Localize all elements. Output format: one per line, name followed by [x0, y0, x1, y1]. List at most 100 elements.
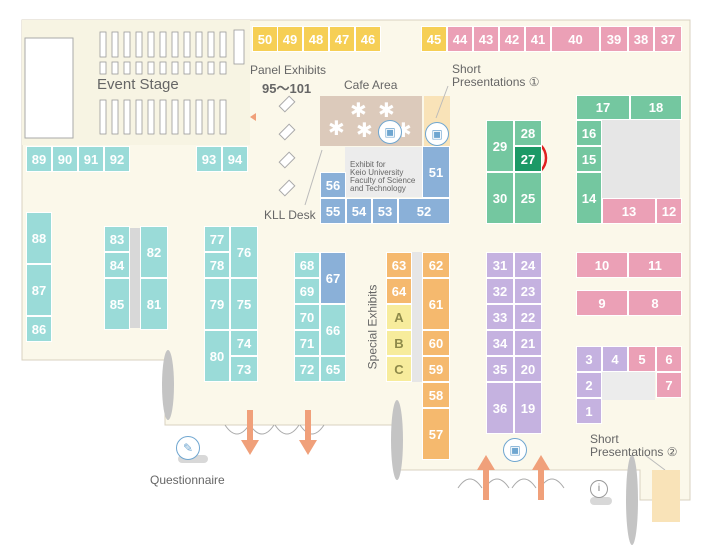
booth-58[interactable]: 58 [422, 382, 450, 408]
booth-10[interactable]: 10 [576, 252, 628, 278]
booth-62[interactable]: 62 [422, 252, 450, 278]
booth-59[interactable]: 59 [422, 356, 450, 382]
booth-69[interactable]: 69 [294, 278, 320, 304]
booth-48[interactable]: 48 [303, 26, 329, 52]
booth-52[interactable]: 52 [398, 198, 450, 224]
booth-55[interactable]: 55 [320, 198, 346, 224]
booth-79[interactable]: 79 [204, 278, 230, 330]
booth-61[interactable]: 61 [422, 278, 450, 330]
booth-22[interactable]: 22 [514, 304, 542, 330]
booth-32[interactable]: 32 [486, 278, 514, 304]
keio-exhibit-label: Faculty of Science [350, 176, 416, 185]
booth-8[interactable]: 8 [628, 290, 682, 316]
booth-82[interactable]: 82 [140, 226, 168, 278]
booth-31[interactable]: 31 [486, 252, 514, 278]
booth-1[interactable]: 1 [576, 398, 602, 424]
booth-92[interactable]: 92 [104, 146, 130, 172]
booth-88[interactable]: 88 [26, 212, 52, 264]
booth-85[interactable]: 85 [104, 278, 130, 330]
booth-75[interactable]: 75 [230, 278, 258, 330]
booth-44[interactable]: 44 [447, 26, 473, 52]
booth-C[interactable]: C [386, 356, 412, 382]
booth-11[interactable]: 11 [628, 252, 682, 278]
booth-86[interactable]: 86 [26, 316, 52, 342]
booth-19[interactable]: 19 [514, 382, 542, 434]
booth-18[interactable]: 18 [630, 95, 682, 120]
booth-28[interactable]: 28 [514, 120, 542, 146]
booth-40[interactable]: 40 [551, 26, 600, 52]
booth-87[interactable]: 87 [26, 264, 52, 316]
booth-73[interactable]: 73 [230, 356, 258, 382]
booth-A[interactable]: A [386, 304, 412, 330]
booth-17[interactable]: 17 [576, 95, 630, 120]
booth-49[interactable]: 49 [277, 26, 303, 52]
booth-36[interactable]: 36 [486, 382, 514, 434]
booth-25[interactable]: 25 [514, 172, 542, 224]
booth-21[interactable]: 21 [514, 330, 542, 356]
booth-47[interactable]: 47 [329, 26, 355, 52]
booth-64[interactable]: 64 [386, 278, 412, 304]
booth-76[interactable]: 76 [230, 226, 258, 278]
booth-30[interactable]: 30 [486, 172, 514, 224]
keio-exhibit-label: and Technology [350, 184, 406, 193]
booth-50[interactable]: 50 [252, 26, 278, 52]
booth-2[interactable]: 2 [576, 372, 602, 398]
booth-65[interactable]: 65 [320, 356, 346, 382]
booth-66[interactable]: 66 [320, 304, 346, 356]
short-presentations-2-area [652, 470, 680, 522]
booth-45[interactable]: 45 [421, 26, 447, 52]
booth-6[interactable]: 6 [656, 346, 682, 372]
booth-51[interactable]: 51 [422, 146, 450, 198]
booth-23[interactable]: 23 [514, 278, 542, 304]
booth-67[interactable]: 67 [320, 252, 346, 304]
booth-B[interactable]: B [386, 330, 412, 356]
booth-29[interactable]: 29 [486, 120, 514, 172]
booth-57[interactable]: 57 [422, 408, 450, 460]
booth-63[interactable]: 63 [386, 252, 412, 278]
booth-9[interactable]: 9 [576, 290, 628, 316]
booth-71[interactable]: 71 [294, 330, 320, 356]
booth-15[interactable]: 15 [576, 146, 602, 172]
booth-91[interactable]: 91 [78, 146, 104, 172]
booth-74[interactable]: 74 [230, 330, 258, 356]
booth-43[interactable]: 43 [473, 26, 499, 52]
booth-3[interactable]: 3 [576, 346, 602, 372]
booth-37[interactable]: 37 [654, 26, 682, 52]
booth-12[interactable]: 12 [656, 198, 682, 224]
booth-54[interactable]: 54 [346, 198, 372, 224]
booth-93[interactable]: 93 [196, 146, 222, 172]
booth-39[interactable]: 39 [600, 26, 628, 52]
booth-5[interactable]: 5 [628, 346, 656, 372]
booth-38[interactable]: 38 [628, 26, 654, 52]
booth-24[interactable]: 24 [514, 252, 542, 278]
booth-77[interactable]: 77 [204, 226, 230, 252]
entrance-arrows [241, 410, 550, 500]
booth-84[interactable]: 84 [104, 252, 130, 278]
booth-81[interactable]: 81 [140, 278, 168, 330]
booth-20[interactable]: 20 [514, 356, 542, 382]
booth-41[interactable]: 41 [525, 26, 551, 52]
booth-33[interactable]: 33 [486, 304, 514, 330]
booth-94[interactable]: 94 [222, 146, 248, 172]
booth-70[interactable]: 70 [294, 304, 320, 330]
booth-72[interactable]: 72 [294, 356, 320, 382]
booth-78[interactable]: 78 [204, 252, 230, 278]
booth-35[interactable]: 35 [486, 356, 514, 382]
booth-7[interactable]: 7 [656, 372, 682, 398]
booth-80[interactable]: 80 [204, 330, 230, 382]
booth-16[interactable]: 16 [576, 120, 602, 146]
booth-46[interactable]: 46 [355, 26, 381, 52]
booth-4[interactable]: 4 [602, 346, 628, 372]
booth-90[interactable]: 90 [52, 146, 78, 172]
booth-42[interactable]: 42 [499, 26, 525, 52]
booth-89[interactable]: 89 [26, 146, 52, 172]
booth-68[interactable]: 68 [294, 252, 320, 278]
booth-83[interactable]: 83 [104, 226, 130, 252]
booth-60[interactable]: 60 [422, 330, 450, 356]
booth-53[interactable]: 53 [372, 198, 398, 224]
booth-56[interactable]: 56 [320, 172, 346, 198]
booth-34[interactable]: 34 [486, 330, 514, 356]
booth-27[interactable]: 27 [514, 146, 542, 172]
booth-14[interactable]: 14 [576, 172, 602, 224]
booth-13[interactable]: 13 [602, 198, 656, 224]
